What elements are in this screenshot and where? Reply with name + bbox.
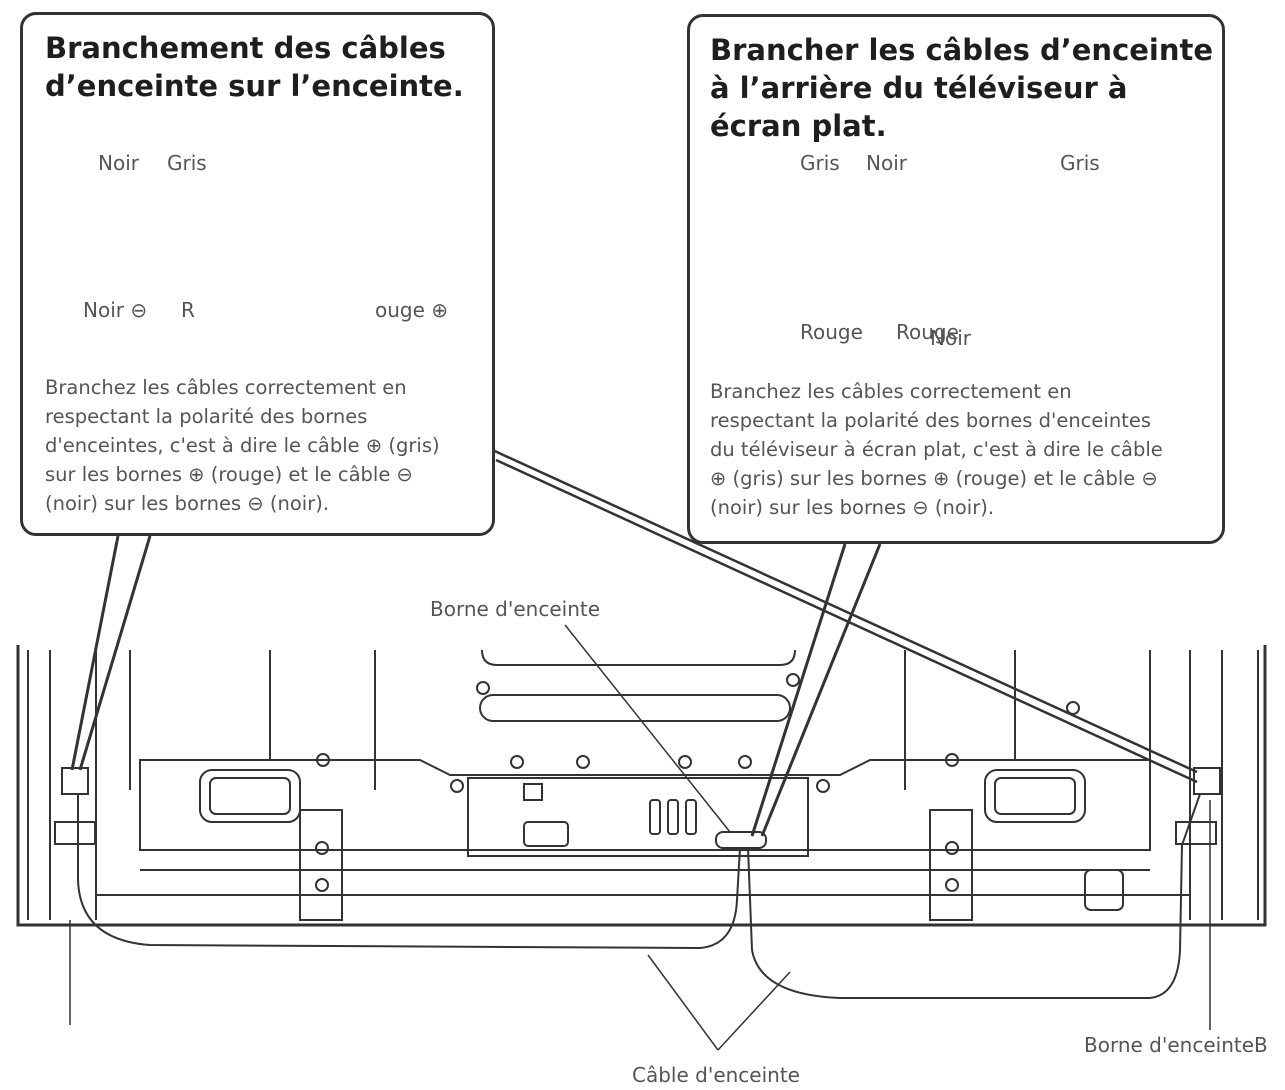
- label-gris-left: Gris: [800, 151, 840, 175]
- callout-description: Branchez les câbles correctement en resp…: [45, 376, 440, 515]
- label-gris-right: Gris: [1060, 151, 1100, 175]
- label-gris-top: Gris: [167, 151, 207, 175]
- label-noir-bottom: Noir: [930, 326, 971, 350]
- label-noir-top: Noir: [98, 151, 139, 175]
- callout-title: Branchement des câbles d’enceinte sur l’…: [45, 31, 464, 103]
- label-noir: Noir: [866, 151, 907, 175]
- label-speaker-cable: Câble d'enceinte: [632, 1063, 800, 1087]
- label-rouge-mid: Rouge: [896, 320, 959, 344]
- callout-description: Branchez les câbles correctement en resp…: [710, 380, 1163, 519]
- label-r: R: [181, 298, 195, 322]
- label-speaker-terminal-b: Borne d'enceinteB: [1084, 1033, 1268, 1057]
- callout-title: Brancher les câbles d’enceinte à l’arriè…: [710, 33, 1214, 143]
- callout-speaker-connection: Branchement des câbles d’enceinte sur l’…: [20, 12, 495, 536]
- label-rouge-plus: ouge ⊕: [375, 298, 449, 322]
- label-rouge-left: Rouge: [800, 320, 863, 344]
- label-speaker-terminal: Borne d'enceinte: [430, 597, 601, 621]
- label-noir-minus: Noir ⊖: [83, 298, 148, 322]
- callout-tv-connection: Brancher les câbles d’enceinte à l’arriè…: [687, 14, 1225, 544]
